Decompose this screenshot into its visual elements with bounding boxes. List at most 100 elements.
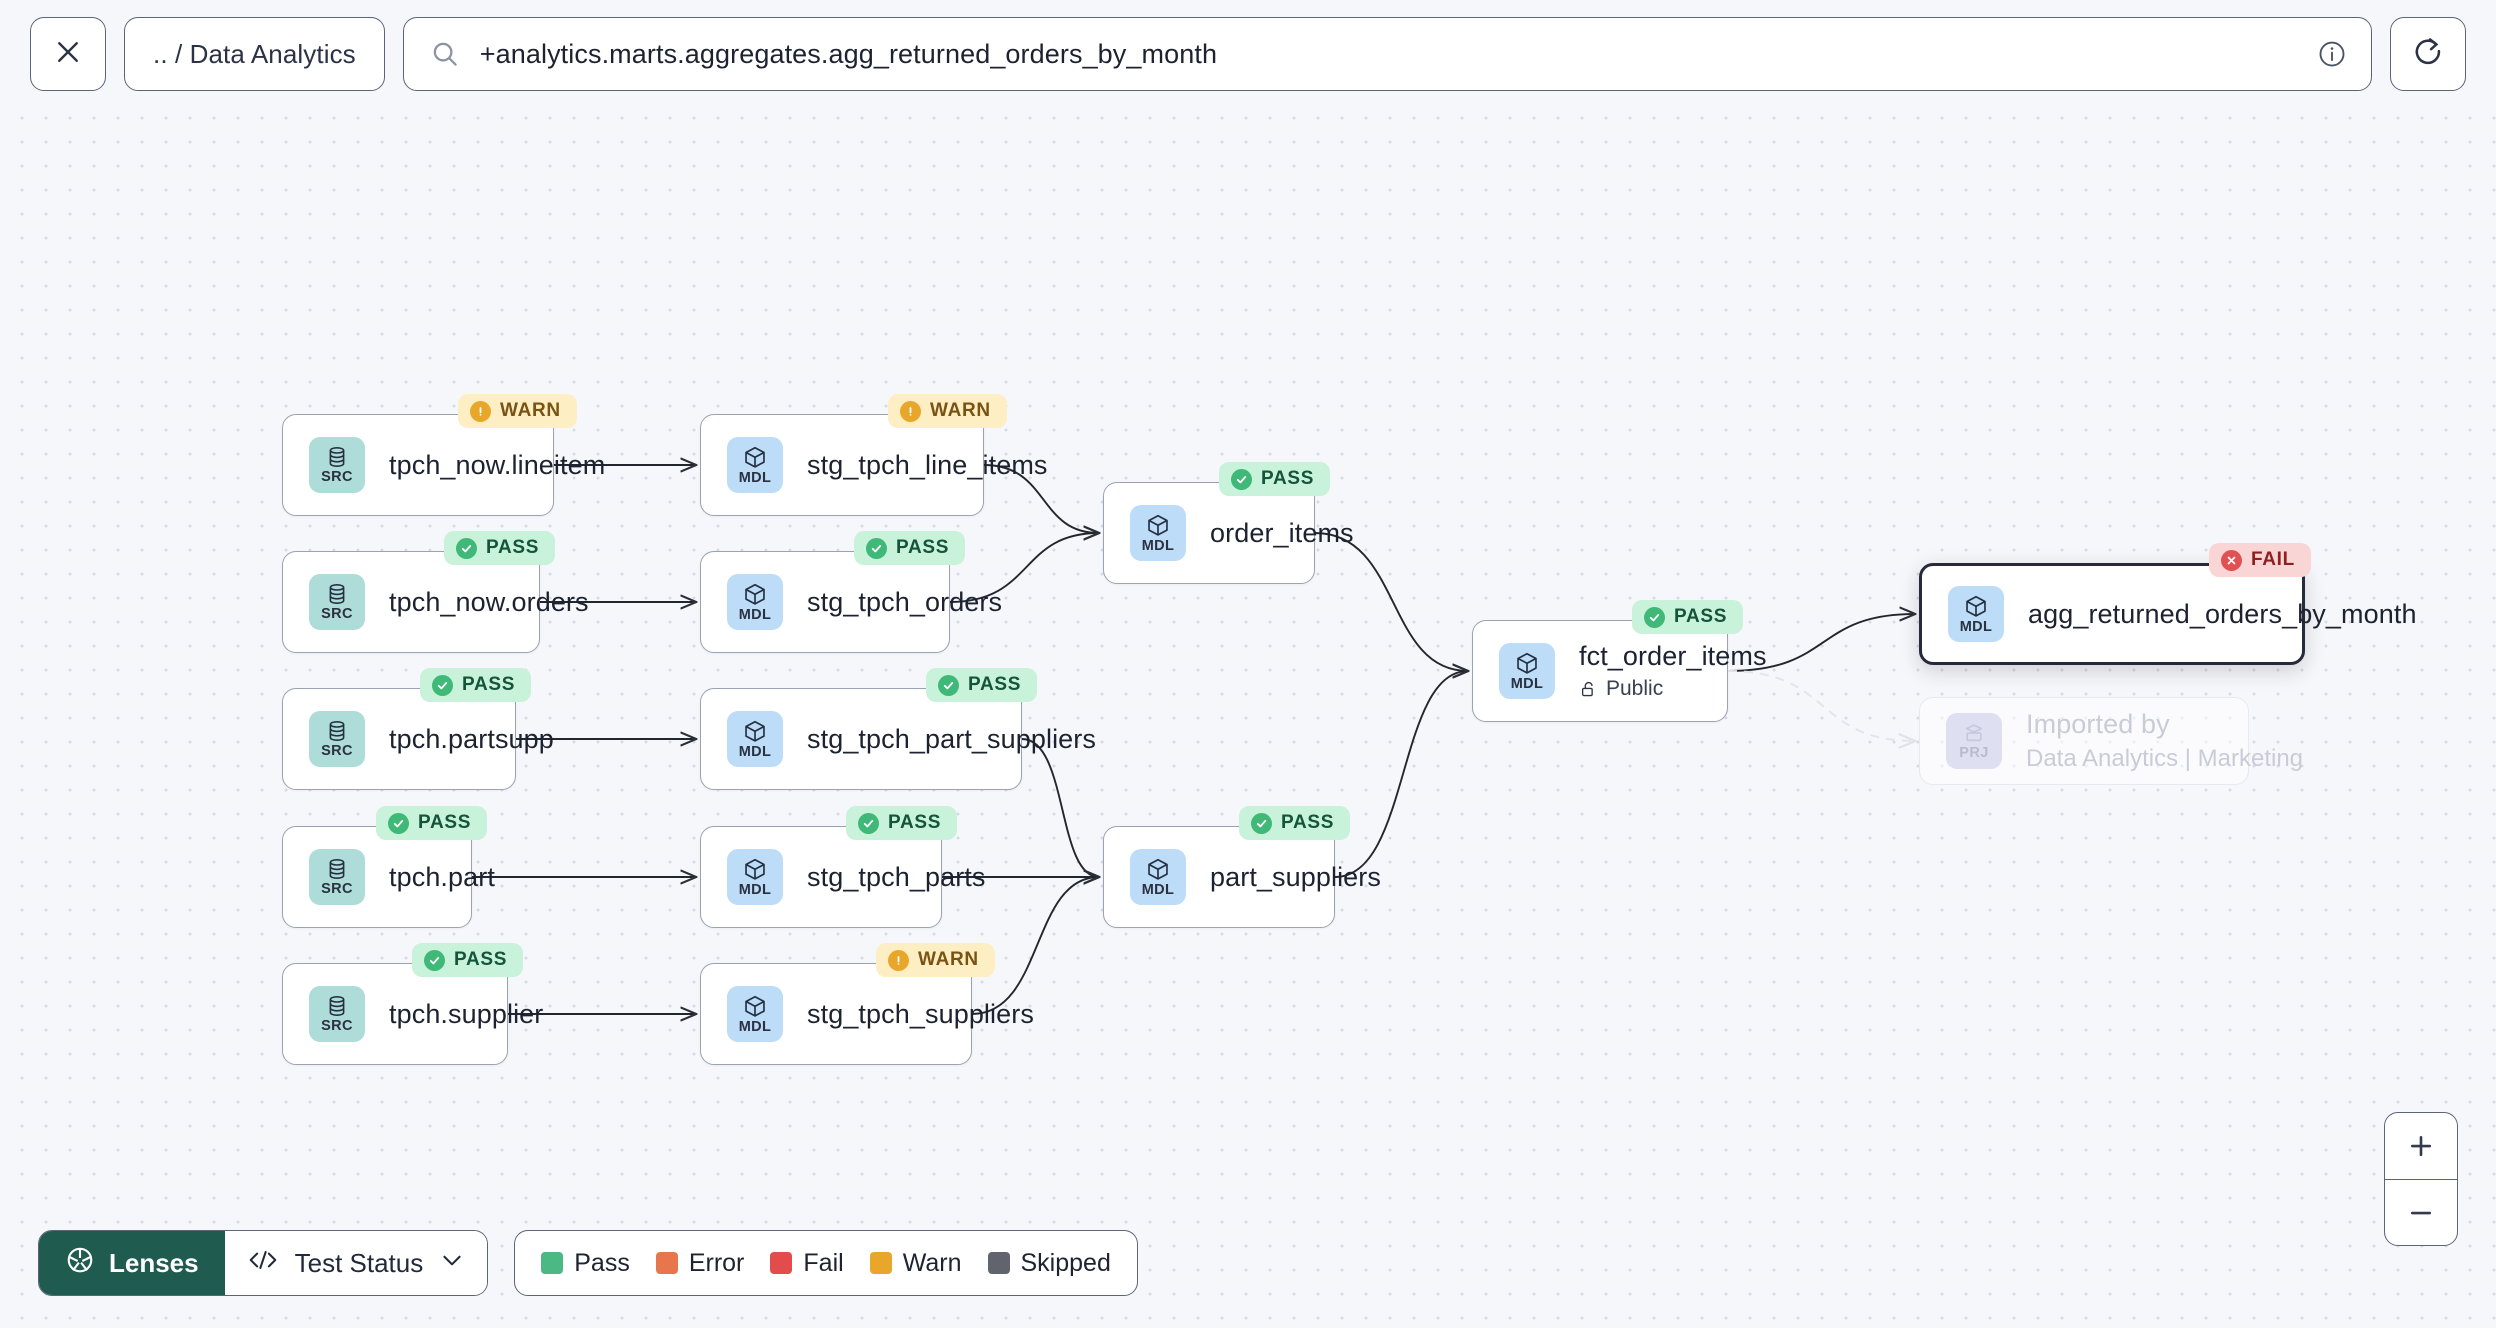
status-dot-icon bbox=[424, 949, 445, 971]
node-title: stg_tpch_part_suppliers bbox=[807, 723, 1096, 754]
status-badge-fct_order_items: PASS bbox=[1632, 600, 1744, 634]
legend-item-warn[interactable]: Warn bbox=[869, 1249, 962, 1278]
src-kind-icon: SRC bbox=[309, 711, 365, 767]
legend-label: Fail bbox=[803, 1248, 844, 1277]
status-badge-label: PASS bbox=[486, 537, 540, 558]
status-dot-icon bbox=[470, 400, 491, 422]
graph-node-order_items[interactable]: MDL order_items bbox=[1103, 482, 1354, 584]
node-title: agg_returned_orders_by_month bbox=[2028, 598, 2417, 629]
node-title: tpch.supplier bbox=[389, 998, 544, 1029]
unlock-icon bbox=[1579, 680, 1598, 699]
graph-node-tpch_now_lineitem[interactable]: SRC tpch_now.lineitem bbox=[282, 414, 605, 516]
status-badge-agg_returned_orders_by_month: FAIL bbox=[2209, 543, 2311, 577]
lens-control-group: Lenses Test Status bbox=[38, 1230, 489, 1296]
src-kind-icon: SRC bbox=[309, 849, 365, 905]
graph-node-stg_tpch_suppliers[interactable]: MDL stg_tpch_suppliers bbox=[700, 963, 1034, 1065]
status-dot-icon bbox=[866, 537, 887, 559]
test-status-dropdown[interactable]: Test Status bbox=[224, 1231, 488, 1295]
legend-item-pass[interactable]: Pass bbox=[541, 1249, 630, 1278]
node-text: stg_tpch_line_items bbox=[807, 450, 1047, 481]
legend-swatch-skipped bbox=[987, 1252, 1010, 1274]
edge-part_suppliers-to-fct_order_items bbox=[1334, 671, 1468, 878]
status-badge-tpch_part: PASS bbox=[376, 806, 488, 840]
status-badge-stg_tpch_orders: PASS bbox=[854, 531, 966, 565]
status-badge-label: FAIL bbox=[2251, 549, 2295, 570]
node-text: stg_tpch_suppliers bbox=[807, 999, 1034, 1030]
src-kind-icon: SRC bbox=[309, 437, 365, 493]
zoom-out-button[interactable] bbox=[2385, 1179, 2457, 1245]
status-badge-label: PASS bbox=[1674, 606, 1728, 627]
zoom-in-button[interactable] bbox=[2385, 1113, 2457, 1179]
zoom-controls bbox=[2384, 1112, 2458, 1246]
refresh-icon bbox=[2412, 36, 2444, 73]
node-text: tpch_now.lineitem bbox=[389, 450, 605, 481]
mdl-kind-icon: MDL bbox=[727, 986, 783, 1042]
legend-item-fail[interactable]: Fail bbox=[770, 1248, 844, 1278]
legend-swatch-error bbox=[655, 1252, 678, 1274]
refresh-button[interactable] bbox=[2390, 17, 2466, 91]
breadcrumb-label: .. / Data Analytics bbox=[153, 38, 356, 69]
search-input[interactable] bbox=[479, 38, 2297, 70]
top-toolbar: .. / Data Analytics bbox=[0, 0, 2496, 108]
status-dot-icon bbox=[900, 400, 921, 422]
info-icon[interactable] bbox=[2317, 39, 2347, 69]
status-badge-label: PASS bbox=[968, 674, 1022, 695]
node-text: stg_tpch_orders bbox=[807, 586, 1003, 618]
graph-node-tpch_part[interactable]: SRC tpch.part bbox=[282, 826, 495, 928]
status-badge-label: WARN bbox=[500, 400, 561, 421]
node-text: tpch.partsupp bbox=[389, 724, 554, 755]
src-kind-icon: SRC bbox=[309, 986, 365, 1042]
node-text: stg_tpch_part_suppliers bbox=[807, 723, 1096, 755]
legend-item-skipped[interactable]: Skipped bbox=[987, 1249, 1111, 1278]
mdl-kind-icon: MDL bbox=[1130, 849, 1186, 905]
node-text: tpch.supplier bbox=[389, 998, 544, 1030]
close-button[interactable] bbox=[30, 17, 106, 91]
node-subtitle-label: Data Analytics | Marketing bbox=[2026, 745, 2304, 772]
lenses-button[interactable]: Lenses bbox=[39, 1231, 225, 1295]
graph-node-tpch_supplier[interactable]: SRC tpch.supplier bbox=[282, 963, 544, 1065]
legend-item-error[interactable]: Error bbox=[655, 1248, 745, 1278]
mdl-kind-icon: MDL bbox=[1948, 586, 2004, 642]
graph-node-tpch_partsupp[interactable]: SRC tpch.partsupp bbox=[282, 688, 554, 790]
edge-fct_order_items-to-imported_by_project bbox=[1727, 670, 1915, 741]
status-badge-label: PASS bbox=[1281, 812, 1335, 833]
close-icon bbox=[53, 37, 83, 72]
node-text: order_items bbox=[1210, 518, 1354, 549]
breadcrumb[interactable]: .. / Data Analytics bbox=[124, 17, 385, 91]
status-dot-icon bbox=[1231, 468, 1252, 490]
status-dot-icon bbox=[1644, 606, 1665, 628]
node-text: agg_returned_orders_by_month bbox=[2028, 598, 2417, 630]
edge-order_items-to-fct_order_items bbox=[1314, 532, 1468, 671]
status-badge-order_items: PASS bbox=[1219, 462, 1331, 496]
status-badge-label: PASS bbox=[454, 949, 508, 970]
mdl-kind-icon: MDL bbox=[1130, 505, 1186, 561]
status-badge-stg_tpch_part_suppliers: PASS bbox=[926, 668, 1038, 702]
graph-node-agg_returned_orders_by_month[interactable]: MDL agg_returned_orders_by_month bbox=[1919, 563, 2417, 665]
status-badge-label: WARN bbox=[930, 400, 991, 421]
node-title: Imported by bbox=[2026, 709, 2170, 739]
status-dot-icon bbox=[938, 674, 959, 696]
status-badge-label: WARN bbox=[918, 949, 979, 970]
graph-node-part_suppliers[interactable]: MDL part_suppliers bbox=[1103, 826, 1381, 928]
code-icon bbox=[247, 1247, 279, 1280]
node-title: stg_tpch_orders bbox=[807, 586, 1003, 617]
mdl-kind-icon: MDL bbox=[727, 849, 783, 905]
legend-label: Error bbox=[688, 1248, 745, 1277]
status-badge-part_suppliers: PASS bbox=[1239, 806, 1351, 840]
node-text: part_suppliers bbox=[1210, 862, 1381, 893]
test-status-label: Test Status bbox=[294, 1247, 424, 1278]
search-bar[interactable] bbox=[402, 17, 2372, 91]
legend-label: Pass bbox=[574, 1248, 630, 1277]
node-title: tpch.part bbox=[389, 861, 495, 892]
edge-stg_tpch_part_suppliers-to-part_suppliers bbox=[1021, 738, 1099, 877]
